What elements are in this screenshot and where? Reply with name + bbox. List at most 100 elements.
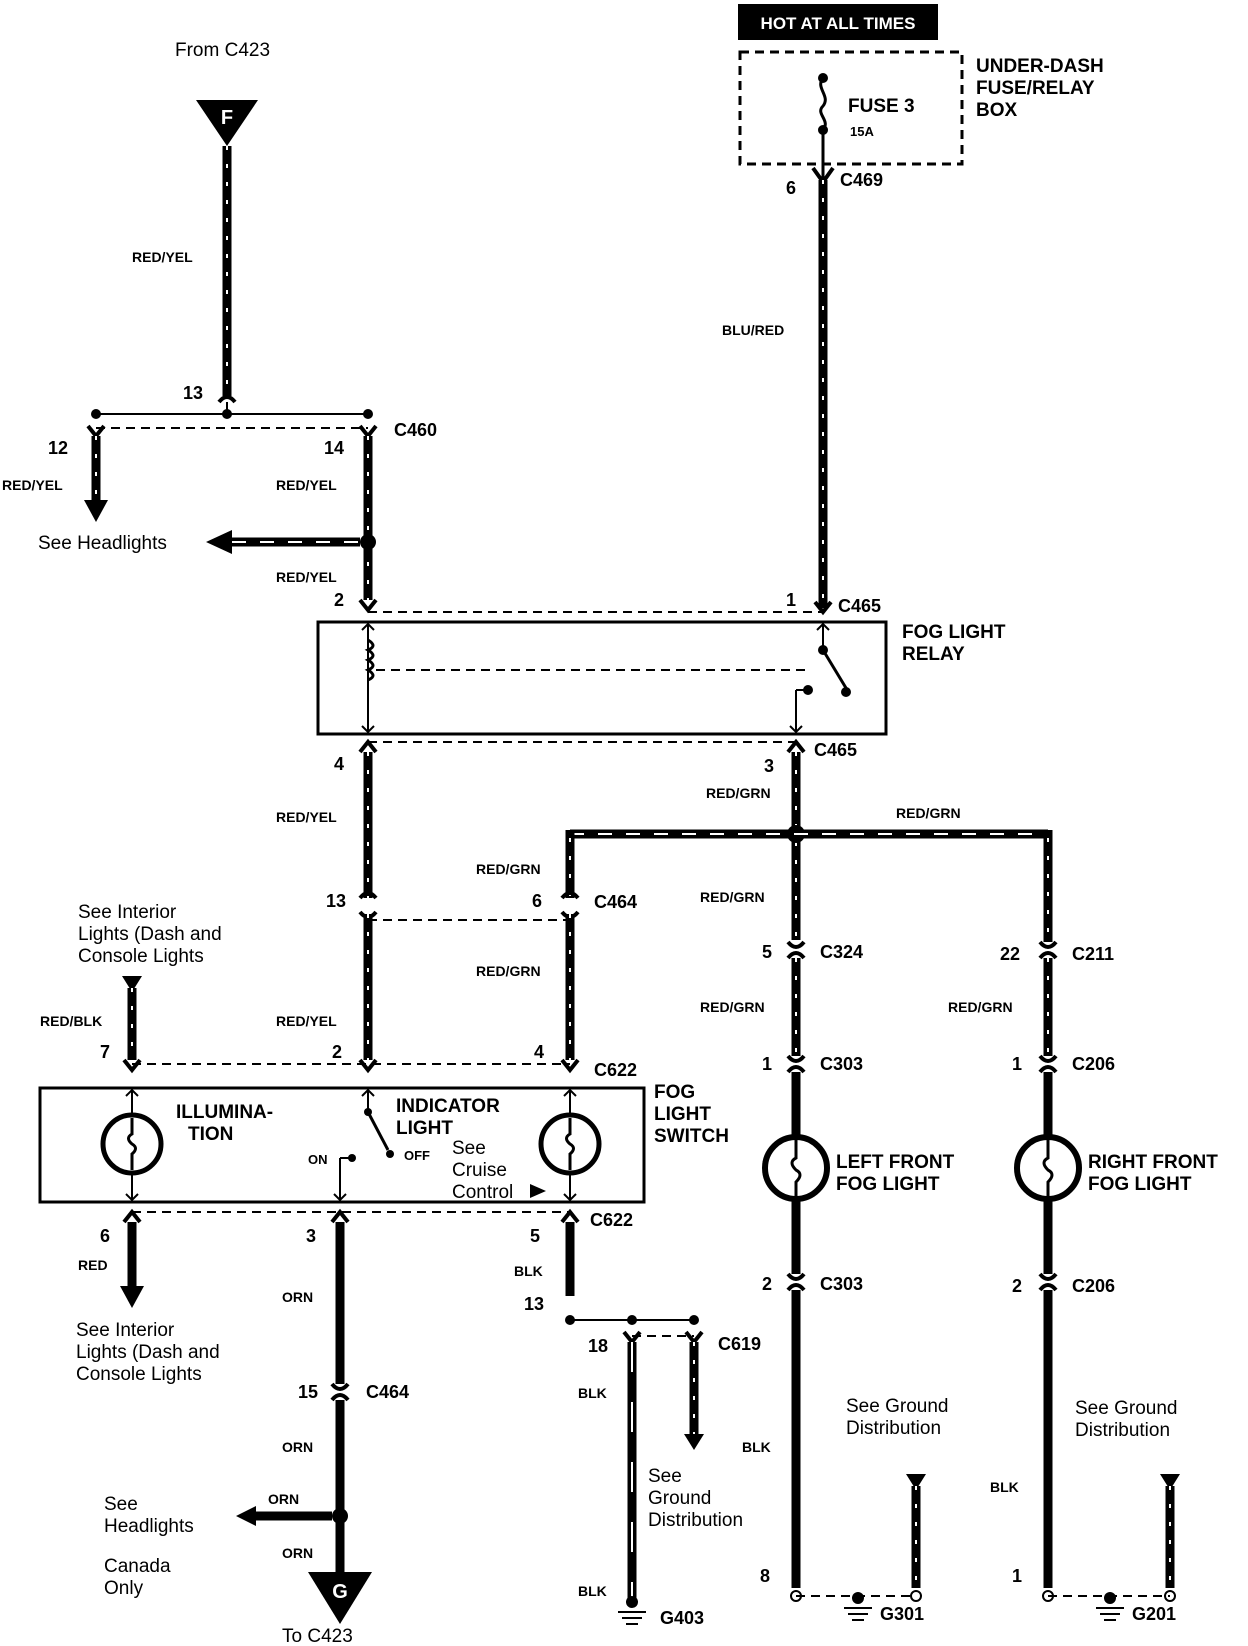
svg-text:BLK: BLK — [990, 1479, 1019, 1495]
ground-g301-line1: See Ground — [846, 1396, 948, 1417]
switch-label-line1: FOG — [654, 1082, 695, 1103]
ground-g201: G201 — [1132, 1604, 1176, 1624]
terminal-g-symbol — [308, 1572, 372, 1624]
fuse-rating: 15A — [850, 124, 874, 139]
interior-top-line2: Lights (Dash and — [78, 924, 222, 945]
indicator-label-line2: LIGHT — [396, 1118, 453, 1139]
svg-text:RED/YEL: RED/YEL — [276, 1013, 337, 1029]
cruise-line3: Control — [452, 1182, 513, 1203]
fuse-box-line2: FUSE/RELAY — [976, 78, 1095, 99]
svg-text:1: 1 — [762, 1054, 772, 1074]
ground-g201-line1: See Ground — [1075, 1398, 1177, 1419]
see-headlights2-line2: Headlights — [104, 1516, 194, 1537]
illumination-bulb — [100, 1088, 164, 1202]
hot-at-all-times-label: HOT AT ALL TIMES — [761, 14, 916, 33]
svg-text:2: 2 — [332, 1042, 342, 1062]
connector-c460: C460 — [394, 420, 437, 440]
svg-text:BLK: BLK — [578, 1385, 607, 1401]
svg-text:2: 2 — [762, 1274, 772, 1294]
left-front-fog-light-bulb — [762, 1134, 830, 1202]
cruise-line2: Cruise — [452, 1160, 507, 1181]
svg-text:22: 22 — [1000, 944, 1020, 964]
svg-text:1: 1 — [1012, 1054, 1022, 1074]
switch-on-label: ON — [308, 1152, 328, 1167]
canada-only-line1: Canada — [104, 1556, 171, 1577]
svg-text:RED/GRN: RED/GRN — [896, 805, 961, 821]
interior-top-line1: See Interior — [78, 902, 177, 923]
from-c423-label: From C423 — [175, 40, 270, 61]
ground-g201-symbol — [1096, 1592, 1124, 1621]
fog-light-switch-box — [38, 1086, 646, 1204]
svg-text:5: 5 — [762, 942, 772, 962]
ground-g301-line2: Distribution — [846, 1418, 941, 1439]
see-headlights-label: See Headlights — [38, 533, 167, 554]
ground-g201-line2: Distribution — [1075, 1420, 1170, 1441]
svg-text:RED/YEL: RED/YEL — [276, 809, 337, 825]
svg-text:3: 3 — [306, 1226, 316, 1246]
svg-text:1: 1 — [786, 590, 796, 610]
connector-c324: C324 — [820, 942, 863, 962]
svg-text:6: 6 — [100, 1226, 110, 1246]
left-fog-label-line2: FOG LIGHT — [836, 1174, 940, 1195]
svg-text:RED/GRN: RED/GRN — [476, 861, 541, 877]
relay-coil — [361, 622, 375, 734]
interior-bottom-line2: Lights (Dash and — [76, 1342, 220, 1363]
relay-contact — [789, 622, 851, 734]
svg-text:RED/YEL: RED/YEL — [276, 569, 337, 585]
switch-contact[interactable] — [333, 1088, 394, 1202]
svg-text:13: 13 — [326, 891, 346, 911]
svg-text:3: 3 — [764, 756, 774, 776]
to-c423-label: To C423 — [282, 1626, 353, 1646]
illumination-label-line1: ILLUMINA- — [176, 1102, 273, 1123]
terminal-g-letter: G — [332, 1581, 348, 1603]
connector-c211: C211 — [1072, 944, 1114, 964]
splice-canada — [332, 1508, 348, 1524]
svg-text:4: 4 — [334, 754, 344, 774]
svg-text:13: 13 — [183, 383, 203, 403]
arrow-down-headlights — [84, 500, 108, 522]
illumination-label-line2: TION — [188, 1124, 233, 1145]
connector-c622-bottom: C622 — [590, 1210, 633, 1230]
svg-text:RED/BLK: RED/BLK — [40, 1013, 102, 1029]
svg-text:ORN: ORN — [282, 1439, 313, 1455]
svg-text:ORN: ORN — [282, 1545, 313, 1561]
connector-c622-top: C622 — [594, 1060, 637, 1080]
ground-g403-line1: See — [648, 1466, 682, 1487]
svg-text:RED/GRN: RED/GRN — [476, 963, 541, 979]
see-headlights2-line1: See — [104, 1494, 138, 1515]
svg-text:RED/YEL: RED/YEL — [2, 477, 63, 493]
switch-label-line3: SWITCH — [654, 1126, 729, 1147]
svg-text:2: 2 — [334, 590, 344, 610]
svg-text:1: 1 — [1012, 1566, 1022, 1586]
fog-light-relay-box — [316, 620, 888, 736]
ground-g403: G403 — [660, 1608, 704, 1628]
ground-g403-symbol — [618, 1596, 646, 1625]
svg-text:RED/YEL: RED/YEL — [276, 477, 337, 493]
connector-c206-top: C206 — [1072, 1054, 1115, 1074]
svg-text:6: 6 — [532, 891, 542, 911]
interior-top-line3: Console Lights — [78, 946, 204, 967]
connector-c464-bottom: C464 — [366, 1382, 409, 1402]
connector-c303-top: C303 — [820, 1054, 863, 1074]
splice-headlights — [360, 534, 376, 550]
ground-g403-line3: Distribution — [648, 1510, 743, 1531]
cruise-line1: See — [452, 1138, 486, 1159]
svg-text:BLK: BLK — [514, 1263, 543, 1279]
right-fog-label-line1: RIGHT FRONT — [1088, 1152, 1218, 1173]
right-fog-label-line2: FOG LIGHT — [1088, 1174, 1192, 1195]
connector-c303-bottom: C303 — [820, 1274, 863, 1294]
svg-text:RED: RED — [78, 1257, 108, 1273]
fuse-3-label: FUSE 3 — [848, 96, 915, 117]
connector-c464-top: C464 — [594, 892, 637, 912]
canada-only-line2: Only — [104, 1578, 144, 1599]
terminal-f-symbol — [196, 100, 258, 146]
svg-text:14: 14 — [324, 438, 344, 458]
relay-label-line1: FOG LIGHT — [902, 622, 1006, 643]
connector-c619: C619 — [718, 1334, 761, 1354]
interior-bottom-line3: Console Lights — [76, 1364, 202, 1385]
connector-c469: C469 — [840, 170, 883, 190]
svg-text:ORN: ORN — [268, 1491, 299, 1507]
arrow-cruise-control — [530, 1184, 546, 1198]
svg-text:RED/GRN: RED/GRN — [948, 999, 1013, 1015]
connector-c465-bottom: C465 — [814, 740, 857, 760]
